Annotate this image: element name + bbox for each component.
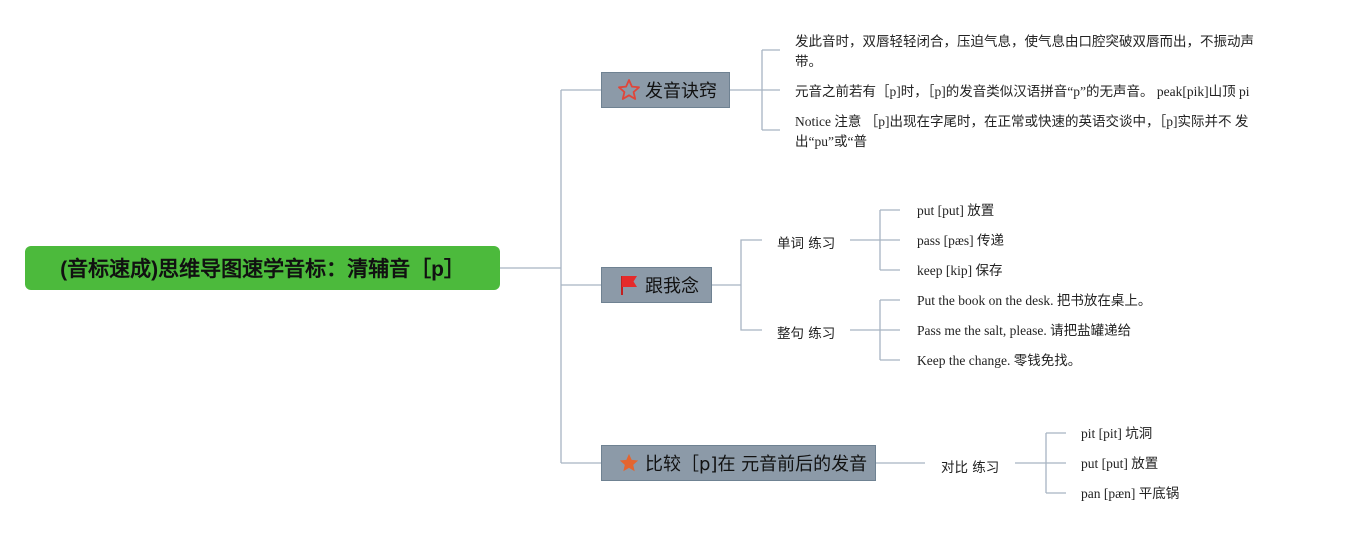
group-contrast-practice[interactable]: 对比 练习 — [941, 460, 1000, 476]
branch-read-along[interactable]: 跟我念 — [601, 267, 712, 303]
branch-pronunciation-tips[interactable]: 发音诀窍 — [601, 72, 730, 108]
note-2: 元音之前若有［p]时，［p]的发音类似汉语拼音“p”的无声音。 peak[pik… — [795, 84, 1250, 99]
root-title: (音标速成)思维导图速学音标：清辅音［p］ — [60, 258, 465, 281]
word-item: put [put] 放置 — [917, 203, 995, 218]
root-topic[interactable]: (音标速成)思维导图速学音标：清辅音［p］ — [25, 246, 500, 290]
note-3: Notice 注意 ［p]出现在字尾时，在正常或快速的英语交谈中，［p]实际并不… — [795, 114, 1249, 149]
sentence-item: Put the book on the desk. 把书放在桌上。 — [917, 293, 1152, 308]
group-word-practice[interactable]: 单词 练习 — [777, 236, 836, 252]
sentence-item: Keep the change. 零钱免找。 — [917, 353, 1082, 368]
branch-title: 比较［p]在 元音前后的发音 — [645, 454, 868, 475]
contrast-item: pit [pit] 坑洞 — [1081, 426, 1153, 441]
contrast-item: put [put] 放置 — [1081, 456, 1159, 471]
branch-title: 跟我念 — [645, 276, 699, 297]
filled-star-icon — [616, 450, 642, 476]
branch-compare[interactable]: 比较［p]在 元音前后的发音 — [601, 445, 876, 481]
outline-star-icon — [616, 77, 642, 103]
contrast-item: pan [pæn] 平底锅 — [1081, 486, 1180, 501]
word-item: pass [pæs] 传递 — [917, 233, 1004, 248]
sentence-item: Pass me the salt, please. 请把盐罐递给 — [917, 323, 1132, 338]
group-sentence-practice[interactable]: 整句 练习 — [777, 326, 836, 342]
note-1: 发此音时，双唇轻轻闭合，压迫气息，使气息由口腔突破双唇而出，不振动声带。 — [795, 34, 1254, 69]
red-flag-icon — [616, 272, 642, 298]
branch-title: 发音诀窍 — [645, 81, 717, 102]
word-item: keep [kip] 保存 — [917, 263, 1003, 278]
